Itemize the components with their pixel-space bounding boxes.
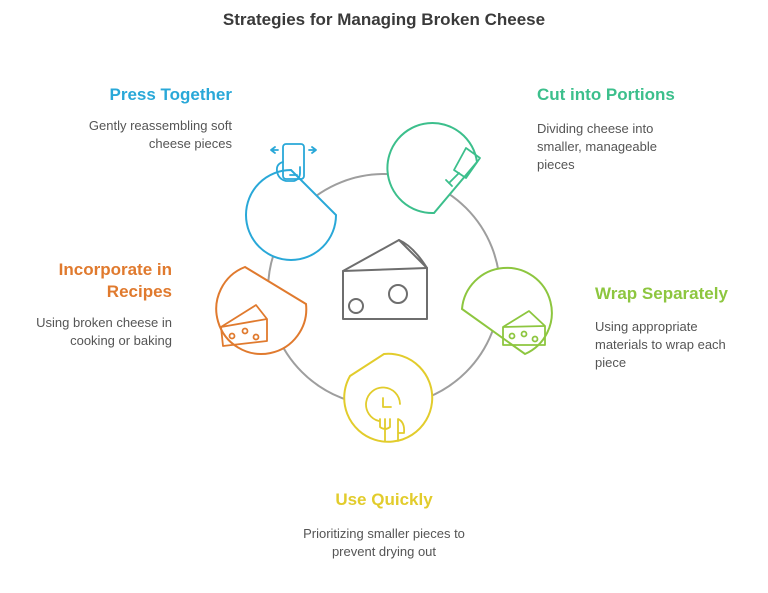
incorporate-in-recipes-description: Using broken cheese in cooking or baking (36, 315, 172, 348)
cleaver-icon (445, 147, 481, 187)
cheese-slice-icon (220, 304, 268, 347)
cut-into-portions-node (386, 122, 479, 215)
wrap-cheese-icon (502, 310, 546, 346)
use-quickly-description: Prioritizing smaller pieces to prevent d… (303, 526, 465, 559)
cut-into-portions-title: Cut into Portions (537, 85, 675, 104)
incorporate-in-recipes-title: Incorporate in Recipes (58, 260, 172, 301)
diagram-title: Strategies for Managing Broken Cheese (222, 10, 546, 29)
phone-press-icon (270, 143, 317, 182)
clock-cutlery-icon (365, 386, 406, 442)
center-cheese-wedge-icon (342, 239, 428, 320)
cut-into-portions-description: Dividing cheese into smaller, manageable… (537, 121, 657, 172)
use-quickly-title: Use Quickly (335, 490, 433, 509)
wrap-separately-node (460, 266, 553, 356)
press-together-description: Gently reassembling soft cheese pieces (88, 118, 232, 151)
wrap-separately-title: Wrap Separately (595, 284, 728, 303)
press-together-title: Press Together (109, 85, 232, 104)
wrap-separately-description: Using appropriate materials to wrap each… (595, 319, 726, 370)
use-quickly-node (343, 352, 434, 443)
press-together-node (245, 168, 338, 261)
